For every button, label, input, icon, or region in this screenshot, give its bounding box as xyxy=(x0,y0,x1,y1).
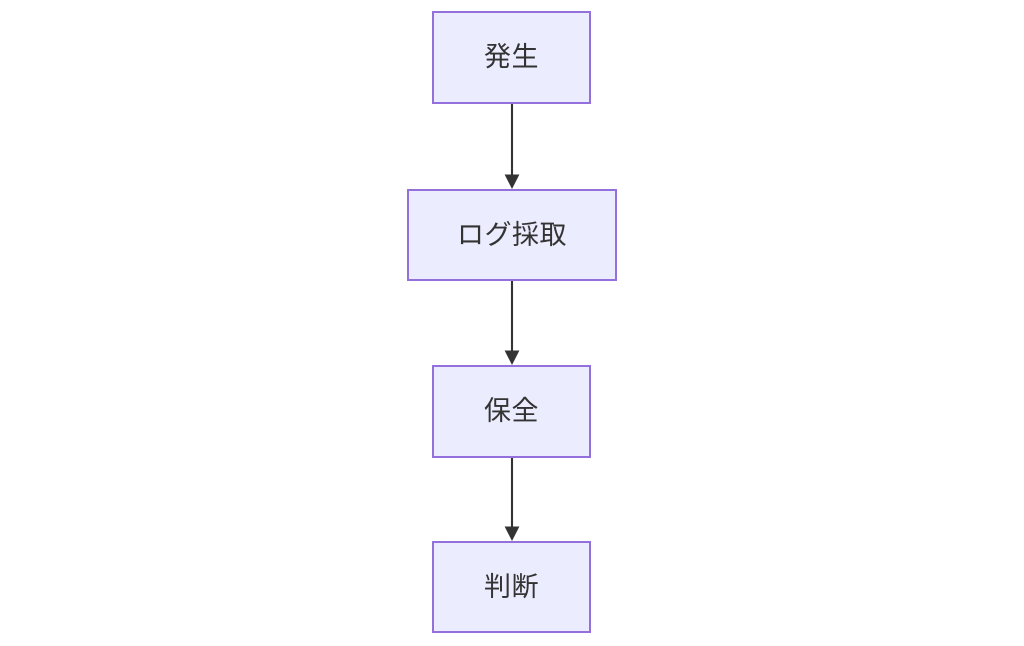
arrowhead-icon-1 xyxy=(504,174,520,189)
flowchart-node-hassei[interactable]: 発生 xyxy=(432,11,591,104)
flowchart-node-logshu[interactable]: ログ採取 xyxy=(407,189,617,281)
edge-hassei-to-logshu xyxy=(504,104,520,189)
flowchart-node-handan[interactable]: 判断 xyxy=(432,541,591,633)
edge-hozen-to-handan xyxy=(504,458,520,541)
node-label: ログ採取 xyxy=(457,219,567,250)
node-label: 保全 xyxy=(484,396,539,426)
arrowhead-icon-3 xyxy=(504,526,520,541)
arrowhead-icon-2 xyxy=(504,350,520,365)
edge-logshu-to-hozen xyxy=(504,281,520,365)
node-label: 発生 xyxy=(484,42,539,72)
flowchart-node-hozen[interactable]: 保全 xyxy=(432,365,591,458)
node-label: 判断 xyxy=(484,571,539,602)
